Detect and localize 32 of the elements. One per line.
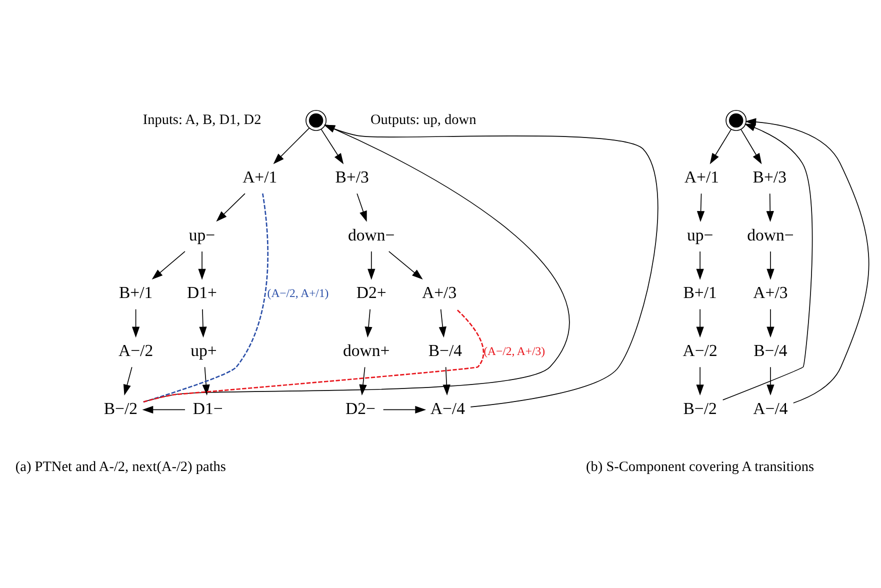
- node-text: A+/3: [422, 283, 457, 302]
- node-text: B−/2: [104, 398, 138, 418]
- label: Outputs: up, down: [370, 112, 476, 128]
- edge-label: (A−/2, A+/3): [484, 344, 546, 358]
- node-text: A+/1: [242, 167, 278, 186]
- label: (a) PTNet and A-/2, next(A-/2) paths: [15, 458, 226, 475]
- node-text: A−/4: [753, 398, 788, 418]
- node-text: up+: [190, 341, 217, 360]
- label: Inputs: A, B, D1, D2: [142, 112, 262, 128]
- node-text: down−: [348, 225, 395, 244]
- node-text: up−: [686, 225, 714, 244]
- node-text: B+/1: [118, 283, 153, 302]
- node-text: D2+: [356, 283, 386, 302]
- node-text: B−/4: [428, 341, 462, 360]
- node-text: B+/1: [683, 283, 717, 302]
- node-text: D1−: [192, 398, 223, 418]
- node-text: A−/4: [430, 398, 465, 418]
- edge-label: (A−/2, A+/1): [267, 287, 329, 300]
- node-text: B−/4: [754, 341, 788, 360]
- node-text: down−: [747, 225, 794, 244]
- node-text: A+/3: [753, 283, 788, 302]
- node-text: down+: [343, 341, 390, 360]
- node-text: A+/1: [684, 167, 720, 186]
- node-text: A−/2: [118, 341, 154, 360]
- node-text: B+/3: [752, 167, 786, 186]
- label: (b) S-Component covering A transitions: [586, 458, 814, 475]
- node-text: B+/3: [335, 167, 369, 186]
- node-text: up−: [188, 225, 216, 244]
- node-text: B−/2: [683, 398, 717, 418]
- node-text: D2−: [346, 398, 376, 418]
- node-text: D1+: [187, 283, 217, 302]
- node-text: A−/2: [682, 341, 718, 360]
